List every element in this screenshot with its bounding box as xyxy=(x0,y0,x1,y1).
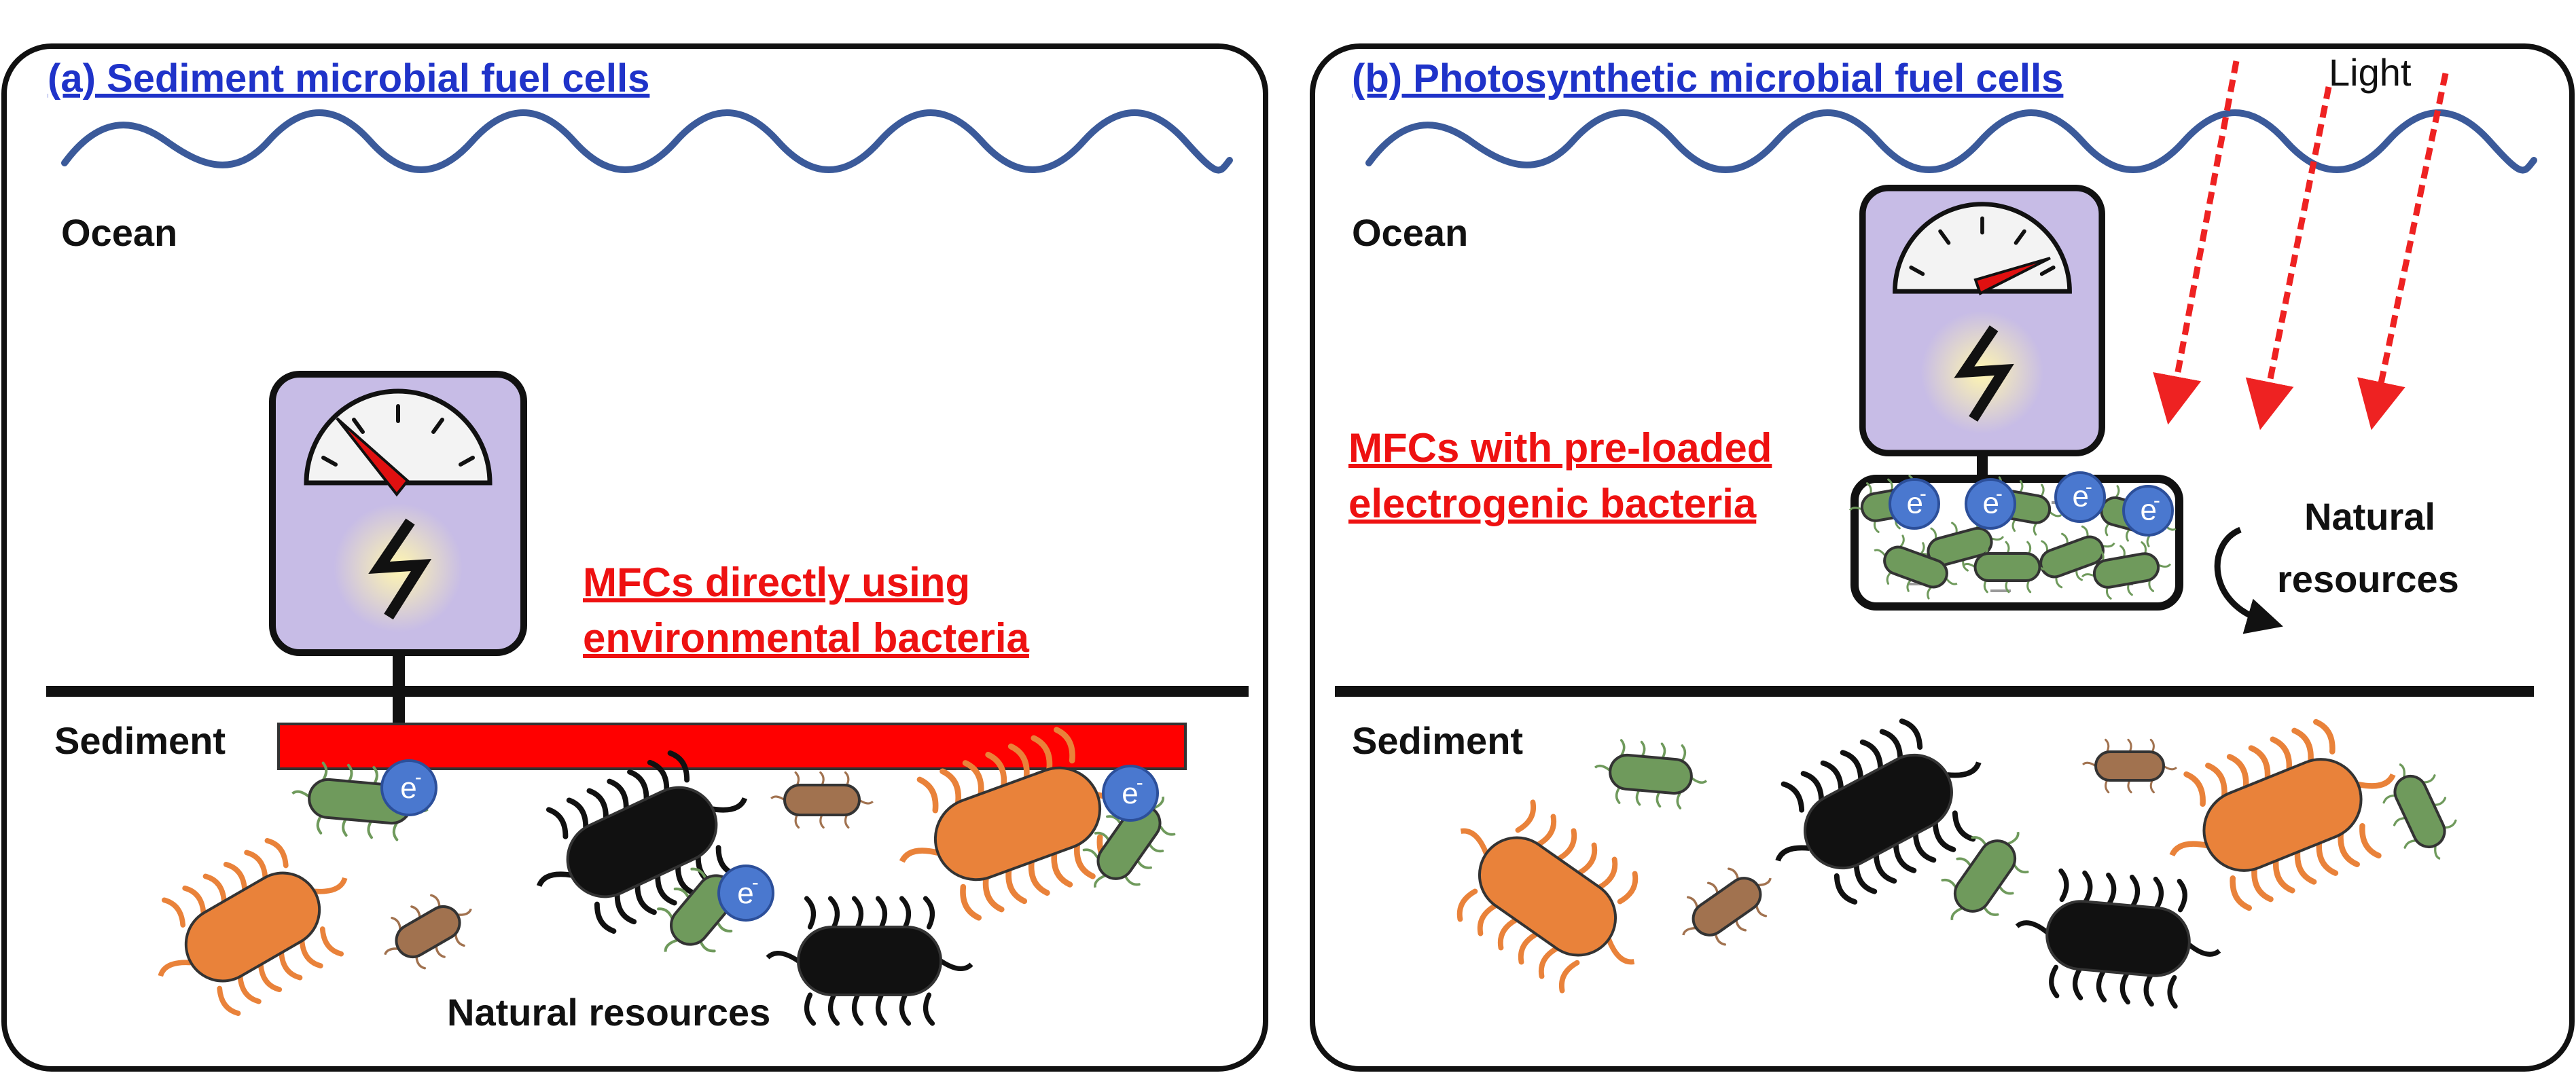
resources-label-b-2: resources xyxy=(2277,558,2459,600)
cycle-arrow xyxy=(2214,526,2283,634)
svg-text:-: - xyxy=(1920,483,1927,505)
bacterium-black xyxy=(1775,719,1982,905)
panel-a: (a) Sediment microbial fuel cells Ocean … xyxy=(1,43,1268,1072)
panel-b: (b) Photosynthetic microbial fuel cells … xyxy=(1310,43,2575,1072)
bacterium-brown xyxy=(1682,867,1772,946)
bacterium-green xyxy=(2081,541,2172,600)
ocean-surface-wave xyxy=(61,109,1233,174)
light-rays xyxy=(2153,60,2449,431)
bacterium-brown xyxy=(770,771,874,829)
gauge-needle xyxy=(336,417,410,497)
bacterium-black xyxy=(2015,868,2221,1009)
bacterium-black xyxy=(536,750,748,934)
svg-text:e: e xyxy=(2140,494,2156,527)
bacteria-group-b xyxy=(1456,719,2457,1009)
water-sediment-boundary-b xyxy=(1335,686,2534,697)
panel-a-title: (a) Sediment microbial fuel cells xyxy=(48,56,649,101)
electron-icon: e- xyxy=(380,759,437,816)
svg-text:e: e xyxy=(400,771,416,805)
svg-text:-: - xyxy=(1137,771,1143,794)
electron-icon: e- xyxy=(1889,478,1940,530)
svg-text:e: e xyxy=(1906,487,1922,520)
bacterium-black xyxy=(766,896,973,1026)
svg-text:-: - xyxy=(1996,483,2003,505)
bacterium-orange xyxy=(2169,719,2396,911)
bacterium-brown xyxy=(2082,738,2177,794)
water-sediment-boundary xyxy=(46,686,1249,697)
panel-a-frame xyxy=(1,43,1268,1072)
bacterium-green xyxy=(2382,763,2457,860)
svg-text:e: e xyxy=(1122,777,1138,810)
bacterium-orange xyxy=(1456,799,1639,994)
resources-label-b-1: Natural xyxy=(2304,495,2435,538)
sediment-label-b: Sediment xyxy=(1352,719,1523,762)
electron-icon: e- xyxy=(2122,485,2174,536)
sediment-label: Sediment xyxy=(54,719,226,762)
bacterium-green xyxy=(291,761,429,841)
voltmeter-gauge-icon-b xyxy=(1863,188,2102,453)
panel-b-title: (b) Photosynthetic microbial fuel cells xyxy=(1352,56,2063,101)
voltmeter-gauge-icon xyxy=(272,374,524,653)
annotation-line-2-b: electrogenic bacteria xyxy=(1348,481,1757,526)
annotation-line-1-b: MFCs with pre-loaded xyxy=(1348,425,1772,471)
ocean-label: Ocean xyxy=(61,211,177,254)
svg-text:e: e xyxy=(737,877,753,910)
electron-icon: e- xyxy=(1102,765,1159,822)
electron-group-b: e-e-e-e- xyxy=(1889,471,2174,536)
light-label: Light xyxy=(2329,51,2412,94)
bacterium-green xyxy=(1962,541,2053,594)
ocean-surface-wave-b xyxy=(1365,109,2537,174)
electron-icon: e- xyxy=(1965,478,2016,530)
svg-text:-: - xyxy=(2153,490,2160,512)
bacterium-green xyxy=(1874,534,1958,600)
bacterium-orange xyxy=(158,838,348,1016)
bacterium-orange xyxy=(899,727,1137,921)
electron-icon: e- xyxy=(2054,471,2106,523)
svg-text:-: - xyxy=(752,871,759,894)
bacterium-green xyxy=(1941,831,2029,921)
gauge-needle-b xyxy=(1973,257,2051,295)
svg-text:-: - xyxy=(415,766,422,788)
svg-text:e: e xyxy=(2072,480,2088,513)
annotation-line-2: environmental bacteria xyxy=(583,615,1030,661)
svg-text:e: e xyxy=(1982,487,1999,520)
bacteria-group-a xyxy=(158,727,1176,1026)
ocean-label-b: Ocean xyxy=(1352,211,1468,254)
annotation-line-1: MFCs directly using xyxy=(583,560,970,605)
bacterium-green xyxy=(1594,739,1708,810)
anode-electrode xyxy=(277,723,1187,770)
resources-label: Natural resources xyxy=(447,991,770,1034)
svg-text:-: - xyxy=(2086,476,2092,498)
electron-group-a: e-e-e- xyxy=(380,759,1159,922)
electron-icon: e- xyxy=(717,865,774,922)
